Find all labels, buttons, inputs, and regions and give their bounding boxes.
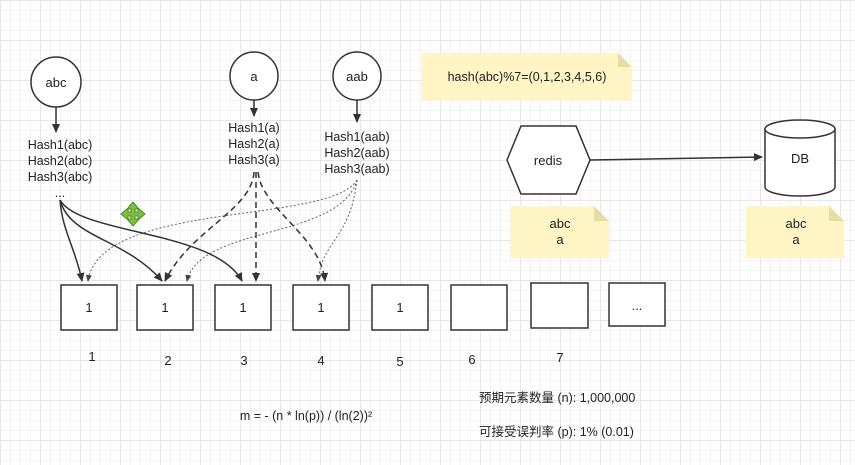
- hash-labels-abc: Hash1(abc) Hash2(abc) Hash3(abc) ...: [28, 138, 93, 200]
- db-label: DB: [791, 151, 809, 166]
- edge-abc-to-bit-2: [59, 199, 163, 282]
- bit-cell[interactable]: ...: [608, 282, 666, 327]
- param-p: 可接受误判率 (p): 1% (0.01): [479, 424, 634, 439]
- bit-cell[interactable]: 1: [371, 284, 429, 331]
- node-a-label: a: [250, 69, 258, 84]
- edge-a-to-bit-4: [257, 171, 329, 282]
- bit-cell[interactable]: 1: [60, 284, 118, 331]
- note-redis-contents[interactable]: abc a: [511, 206, 609, 258]
- hash2-aab: Hash2(aab): [324, 146, 389, 160]
- hash2-abc: Hash2(abc): [28, 154, 93, 168]
- redis-label: redis: [534, 153, 563, 168]
- note-hash-formula[interactable]: hash(abc)%7=(0,1,2,3,4,5,6): [422, 53, 632, 100]
- connectors-abc: [59, 199, 243, 282]
- bit-index: 7: [556, 350, 563, 365]
- redis-content-item: a: [556, 232, 564, 247]
- edge-a-to-bit-2: [164, 171, 255, 282]
- bit-size-formula: m = - (n * ln(p)) / (ln(2))²: [240, 409, 372, 423]
- hash1-abc: Hash1(abc): [28, 138, 93, 152]
- hash-more-abc: ...: [55, 186, 65, 200]
- hash3-a: Hash3(a): [228, 153, 279, 167]
- edge-aab-to-bit-2: [185, 179, 358, 282]
- edge-aab-to-bit-1: [85, 179, 358, 282]
- bit-cell-value: 1: [85, 300, 92, 315]
- bit-index: 5: [396, 354, 403, 369]
- node-abc-label: abc: [46, 75, 67, 90]
- bit-cell-value: 1: [317, 300, 324, 315]
- bit-cell-value: 1: [161, 300, 168, 315]
- bit-array: 1 1 1 1 1 ...: [60, 282, 666, 331]
- hash-labels-a: Hash1(a) Hash2(a) Hash3(a): [228, 121, 279, 167]
- hash3-abc: Hash3(abc): [28, 170, 93, 184]
- edge-abc-to-bit-3: [59, 199, 243, 282]
- node-aab-label: aab: [346, 69, 368, 84]
- bit-cell-value: ...: [632, 298, 643, 313]
- node-a[interactable]: a: [229, 51, 279, 101]
- bit-cell[interactable]: [450, 284, 508, 331]
- node-aab[interactable]: aab: [332, 51, 382, 101]
- edge-abc-to-bit-1: [59, 199, 85, 282]
- bit-index: 4: [317, 353, 324, 368]
- connectors-aab: [85, 179, 358, 282]
- connectors-a: [164, 171, 329, 282]
- move-icon[interactable]: [120, 201, 146, 227]
- hash-labels-aab: Hash1(aab) Hash2(aab) Hash3(aab): [324, 130, 389, 176]
- db-node[interactable]: DB: [764, 119, 836, 197]
- edge-aab-to-bit-4: [315, 179, 358, 282]
- hash2-a: Hash2(a): [228, 137, 279, 151]
- bit-index: 6: [468, 352, 475, 367]
- hash1-aab: Hash1(aab): [324, 130, 389, 144]
- redis-node[interactable]: redis: [506, 125, 591, 195]
- note-hash-formula-text: hash(abc)%7=(0,1,2,3,4,5,6): [448, 70, 607, 84]
- hash3-aab: Hash3(aab): [324, 162, 389, 176]
- db-content-item: a: [792, 232, 800, 247]
- edge-redis-to-db: [589, 153, 763, 162]
- bit-index: 2: [164, 353, 171, 368]
- bit-indices: 1 2 3 4 5 6 7: [88, 349, 563, 369]
- bit-index: 1: [88, 349, 95, 364]
- bit-cell[interactable]: [530, 282, 589, 329]
- note-db-contents[interactable]: abc a: [746, 206, 844, 258]
- hash1-a: Hash1(a): [228, 121, 279, 135]
- bit-cell-value: 1: [239, 300, 246, 315]
- bit-cell[interactable]: 1: [292, 284, 350, 331]
- param-n: 预期元素数量 (n): 1,000,000: [479, 390, 635, 405]
- bit-cell[interactable]: 1: [136, 284, 194, 331]
- bit-index: 3: [240, 353, 247, 368]
- redis-content-item: abc: [550, 216, 571, 231]
- db-content-item: abc: [786, 216, 807, 231]
- bit-cell-value: 1: [396, 300, 403, 315]
- node-abc[interactable]: abc: [30, 56, 82, 108]
- bit-cell[interactable]: 1: [214, 284, 272, 331]
